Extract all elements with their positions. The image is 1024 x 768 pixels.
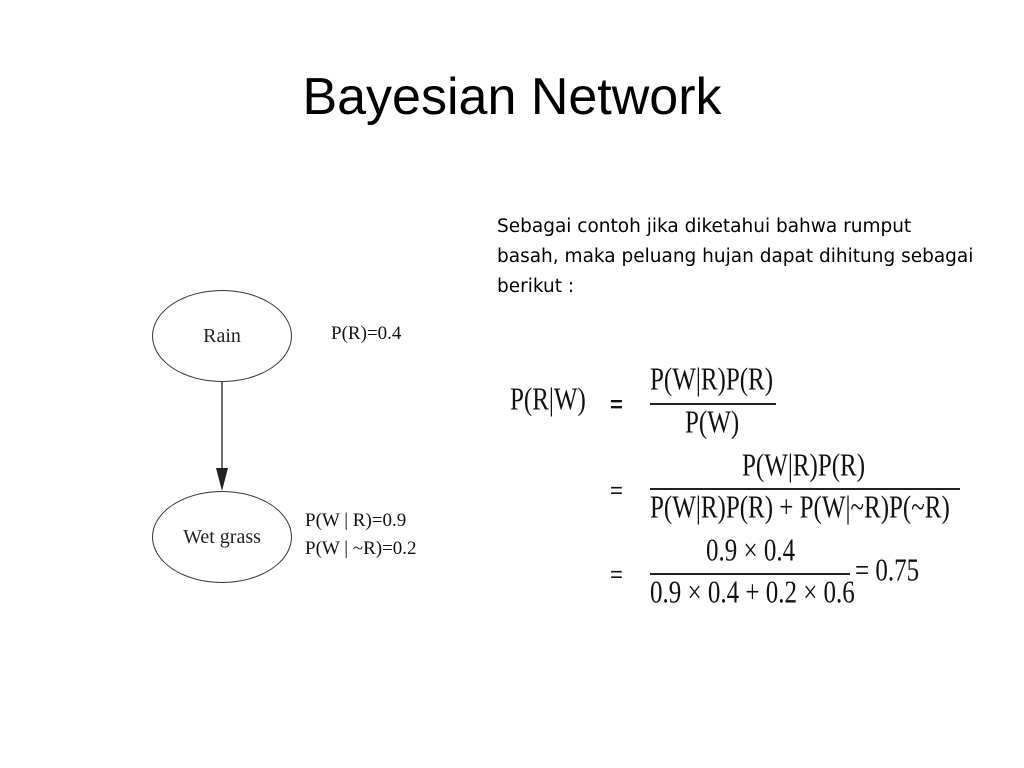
node-wet-grass-label: Wet grass [183,525,261,548]
fraction-bar-3 [650,573,850,575]
formula-equals-1: = [610,392,623,417]
formula-line2-numerator: P(W|R)P(R) [742,449,866,483]
slide-title: Bayesian Network [302,68,722,126]
fraction-bar-1 [650,403,776,405]
description-text: Sebagai contoh jika diketahui bahwa rump… [497,216,974,297]
formula-lhs: P(R|W) [510,383,586,417]
formula-line1-numerator: P(W|R)P(R) [650,363,774,397]
node-rain: Rain [152,290,292,382]
formula-equals-3: = [610,562,623,587]
node-wet-grass: Wet grass [152,491,292,583]
edge-arrowhead [216,468,228,491]
prob-wet-given-not-rain: P(W | ~R)=0.2 [305,538,417,559]
formula-line2-denominator: P(W|R)P(R) + P(W|~R)P(~R) [650,491,950,525]
prob-rain: P(R)=0.4 [331,323,402,344]
formula-equals-2: = [610,478,623,503]
formula-line3-numerator: 0.9 × 0.4 [706,534,796,568]
node-rain-label: Rain [203,324,241,347]
fraction-bar-2 [650,488,960,490]
formula-result: = 0.75 [855,554,920,588]
formula-line3-denominator: 0.9 × 0.4 + 0.2 × 0.6 [650,576,855,610]
prob-wet-given-rain: P(W | R)=0.9 [305,510,407,531]
formula-line1-denominator: P(W) [685,406,740,440]
